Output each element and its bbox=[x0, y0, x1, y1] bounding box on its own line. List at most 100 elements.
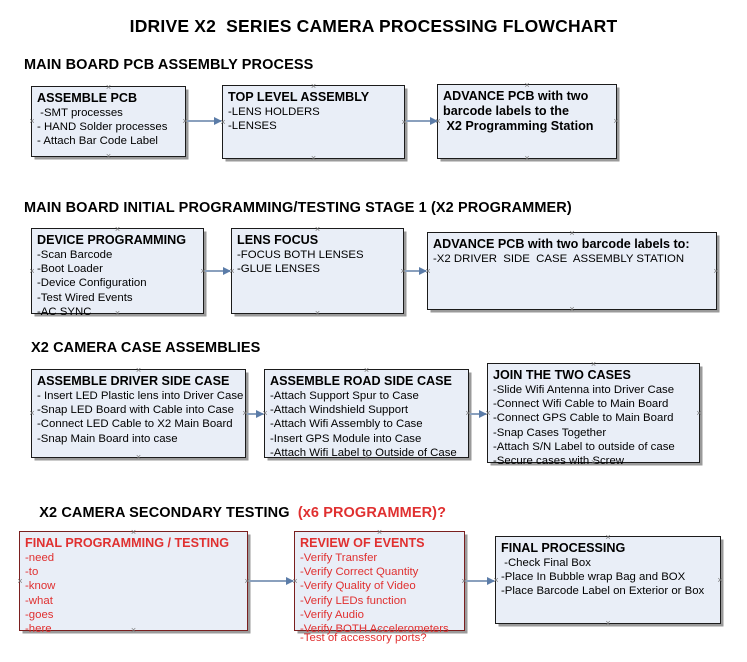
node-line: -Boot Loader bbox=[37, 263, 103, 276]
node-title: ASSEMBLE PCB bbox=[37, 91, 138, 105]
node-line: -goes bbox=[25, 608, 54, 621]
node-line: -Check Final Box bbox=[501, 557, 591, 569]
node-line: -LENS HOLDERS bbox=[228, 106, 320, 118]
node-title: JOIN THE TWO CASES bbox=[493, 368, 631, 382]
connection-handle-right bbox=[712, 267, 721, 276]
node-device-programming[interactable]: DEVICE PROGRAMMING -Scan Barcode -Boot L… bbox=[28, 228, 204, 318]
node-line: -Connect Wifi Cable to Main Board bbox=[493, 398, 669, 411]
node-line: barcode labels to the bbox=[443, 104, 569, 118]
arrow-top-level-to-advance-pcb bbox=[406, 116, 438, 125]
node-line: -Place Barcode Label on Exterior or Box bbox=[501, 585, 705, 598]
node-line: - Attach Bar Code Label bbox=[37, 135, 158, 148]
node-line: - HAND Solder processes bbox=[37, 121, 168, 134]
node-line: -Place In Bubble wrap Bag and BOX bbox=[501, 571, 686, 584]
node-line: -Insert GPS Module into Case bbox=[270, 432, 422, 445]
node-line: -Device Configuration bbox=[37, 277, 147, 290]
section-header-secondary-testing: X2 CAMERA SECONDARY TESTING (x6 PROGRAMM… bbox=[31, 489, 446, 521]
connection-handle-left bbox=[28, 117, 37, 126]
connection-handle-right bbox=[400, 118, 409, 127]
node-title: ASSEMBLE ROAD SIDE CASE bbox=[270, 374, 452, 388]
connection-handle-right bbox=[612, 117, 621, 126]
node-line: - Insert LED Plastic lens into Driver Ca… bbox=[37, 390, 244, 402]
node-final-processing[interactable]: FINAL PROCESSING -Check Final Box -Place… bbox=[495, 536, 721, 624]
node-line: -Verify BOTH Accelerometers bbox=[300, 623, 449, 636]
node-line: -Attach Support Spur to Case bbox=[270, 390, 419, 402]
connection-handle-bottom bbox=[523, 154, 532, 163]
node-join-the-two-cases[interactable]: JOIN THE TWO CASES -Slide Wifi Antenna i… bbox=[487, 363, 700, 467]
connection-handle-bottom bbox=[104, 152, 113, 161]
node-line: -Secure cases with Screw bbox=[493, 455, 625, 468]
node-line: X2 Programming Station bbox=[443, 119, 594, 133]
arrow-road-case-to-join-cases bbox=[470, 409, 487, 418]
node-review-of-events[interactable]: REVIEW OF EVENTS -Verify Transfer -Verif… bbox=[294, 531, 465, 644]
connection-handle-bottom bbox=[309, 154, 318, 163]
node-line: -AC SYNC bbox=[37, 305, 92, 318]
node-title: ADVANCE PCB with two barcode labels to: bbox=[433, 237, 690, 251]
connection-handle-left bbox=[28, 409, 37, 418]
arrow-driver-case-to-road-case bbox=[247, 409, 264, 418]
node-line: -Snap Cases Together bbox=[493, 426, 607, 439]
connection-handle-bottom bbox=[134, 453, 143, 462]
section-header-accent: (x6 PROGRAMMER)? bbox=[297, 505, 447, 521]
node-line: -Attach Wifi Label to Outside of Case bbox=[270, 446, 457, 459]
node-title: ASSEMBLE DRIVER SIDE CASE bbox=[37, 374, 230, 388]
node-line: -GLUE LENSES bbox=[237, 263, 320, 276]
arrow-device-programming-to-lens-focus bbox=[205, 266, 231, 275]
node-title: ADVANCE PCB with two bbox=[443, 89, 589, 103]
node-line: -FOCUS BOTH LENSES bbox=[237, 249, 364, 261]
node-assemble-driver-side-case[interactable]: ASSEMBLE DRIVER SIDE CASE - Insert LED P… bbox=[31, 369, 246, 458]
node-line: -Connect GPS Cable to Main Board bbox=[493, 412, 674, 425]
node-line: -here bbox=[25, 623, 52, 636]
connection-handle-left bbox=[28, 267, 37, 276]
connection-handle-bottom bbox=[568, 305, 577, 314]
node-line: -Verify Transfer bbox=[300, 552, 378, 564]
node-title: LENS FOCUS bbox=[237, 233, 319, 247]
node-line: -Verify Correct Quantity bbox=[300, 566, 419, 579]
node-line: -know bbox=[25, 580, 56, 593]
node-advance-pcb-driver-side-station[interactable]: ADVANCE PCB with two barcode labels to: … bbox=[427, 232, 717, 310]
node-line: -Attach Wifi Assembly to Case bbox=[270, 418, 423, 431]
connection-handle-bottom bbox=[604, 619, 613, 628]
node-line: -need bbox=[25, 552, 55, 564]
page-title: IDRIVE X2 SERIES CAMERA PROCESSING FLOWC… bbox=[129, 16, 618, 36]
node-title: DEVICE PROGRAMMING bbox=[37, 233, 187, 247]
node-title: TOP LEVEL ASSEMBLY bbox=[228, 90, 370, 104]
node-line: -Connect LED Cable to X2 Main Board bbox=[37, 418, 233, 431]
node-line: -Verify Quality of Video bbox=[300, 580, 416, 593]
node-line: -Attach Windshield Support bbox=[270, 404, 409, 417]
node-line: -Slide Wifi Antenna into Driver Case bbox=[493, 384, 675, 396]
node-title: REVIEW OF EVENTS bbox=[300, 536, 425, 550]
node-line: -Snap LED Board with Cable into Case bbox=[37, 404, 234, 417]
node-line: -X2 DRIVER SIDE CASE ASSEMBLY STATION bbox=[433, 253, 685, 265]
node-advance-pcb-programming-station[interactable]: ADVANCE PCB with two barcode labels to t… bbox=[437, 84, 617, 159]
node-line: -Attach S/N Label to outside of case bbox=[493, 440, 675, 453]
node-line: -to bbox=[25, 566, 39, 579]
node-top-level-assembly[interactable]: TOP LEVEL ASSEMBLY -LENS HOLDERS -LENSES bbox=[222, 85, 405, 159]
connection-handle-bottom bbox=[313, 309, 322, 318]
node-line: -Test Wired Events bbox=[37, 291, 133, 304]
node-final-programming-testing[interactable]: FINAL PROGRAMMING / TESTING -need -to -k… bbox=[19, 531, 248, 635]
connection-handle-right bbox=[695, 409, 704, 418]
arrow-review-to-final-processing bbox=[466, 576, 495, 585]
node-line: -Scan Barcode bbox=[37, 249, 113, 261]
node-line: -Verify LEDs function bbox=[300, 594, 407, 607]
node-line: -SMT processes bbox=[37, 107, 123, 119]
section-header-case-assemblies: X2 CAMERA CASE ASSEMBLIES bbox=[31, 340, 261, 356]
node-title: FINAL PROGRAMMING / TESTING bbox=[25, 536, 230, 550]
connection-handle-right bbox=[716, 576, 725, 585]
section-header-initial-programming: MAIN BOARD INITIAL PROGRAMMING/TESTING S… bbox=[24, 200, 572, 216]
arrow-final-programming-to-review bbox=[249, 576, 294, 585]
node-line-overflow: -Test of accessory ports? bbox=[300, 631, 427, 644]
node-line: -Verify Audio bbox=[300, 608, 364, 621]
section-header-text: X2 CAMERA SECONDARY TESTING bbox=[39, 505, 298, 521]
node-line: -what bbox=[25, 594, 53, 607]
node-assemble-road-side-case[interactable]: ASSEMBLE ROAD SIDE CASE -Attach Support … bbox=[264, 369, 469, 459]
node-title: FINAL PROCESSING bbox=[501, 541, 626, 555]
node-line: -Snap Main Board into case bbox=[37, 432, 178, 445]
arrow-lens-focus-to-advance-pcb-driver bbox=[405, 266, 427, 275]
node-assemble-pcb[interactable]: ASSEMBLE PCB -SMT processes - HAND Solde… bbox=[31, 86, 186, 157]
node-lens-focus[interactable]: LENS FOCUS -FOCUS BOTH LENSES -GLUE LENS… bbox=[231, 228, 404, 314]
node-line: -LENSES bbox=[228, 120, 277, 133]
section-header-pcb-assembly: MAIN BOARD PCB ASSEMBLY PROCESS bbox=[24, 57, 314, 73]
arrow-assemble-pcb-to-top-level bbox=[187, 116, 222, 125]
